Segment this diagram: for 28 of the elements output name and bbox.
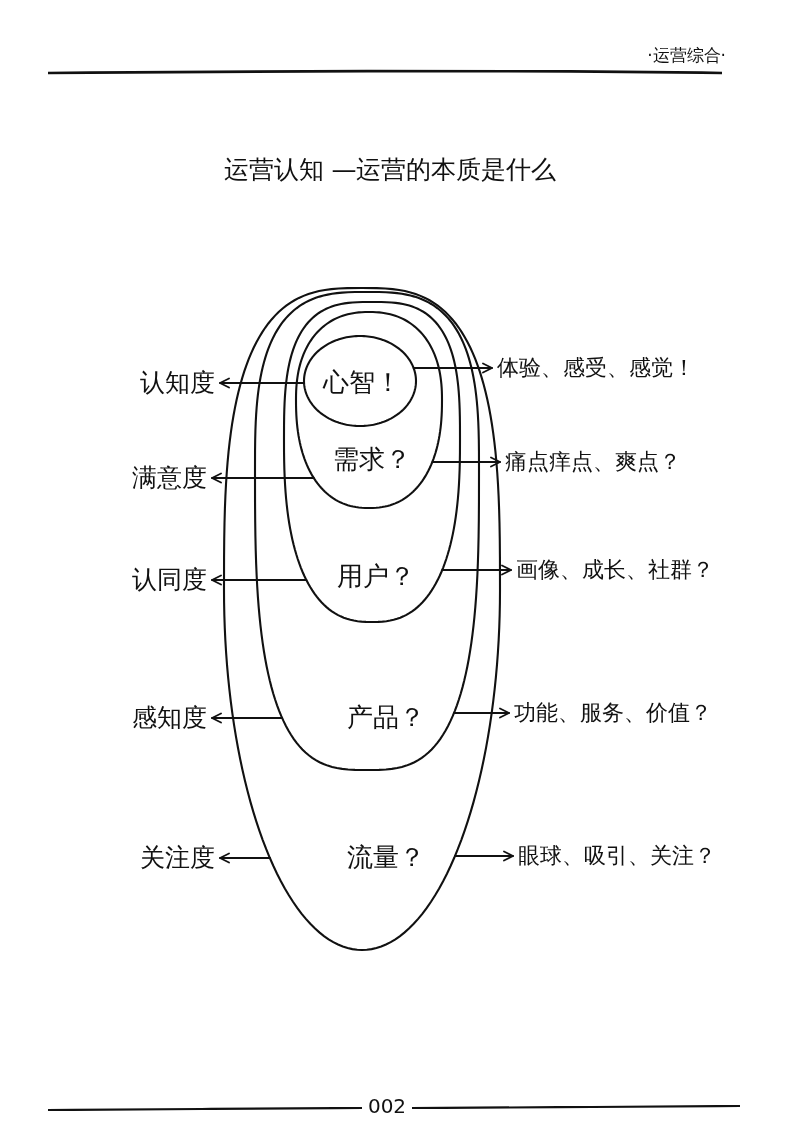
arrow <box>211 472 315 484</box>
arrow <box>441 564 512 576</box>
side-label: 满意度 <box>132 463 207 493</box>
arrow <box>219 377 305 389</box>
arrow <box>412 362 493 374</box>
side-label: 痛点痒点、爽点？ <box>505 449 681 475</box>
side-label: 关注度 <box>140 843 215 873</box>
side-label: 画像、成长、社群？ <box>516 557 714 583</box>
side-label: 功能、服务、价值？ <box>514 700 712 726</box>
side-label: 体验、感受、感觉！ <box>497 355 695 381</box>
arrow <box>454 850 514 862</box>
arrow <box>219 852 271 864</box>
side-label: 认知度 <box>140 368 215 398</box>
oval-label: 需求？ <box>333 445 411 475</box>
page-title: 运营认知 —运营的本质是什么 <box>223 155 557 185</box>
oval-label: 流量？ <box>347 843 425 873</box>
side-label: 感知度 <box>132 703 207 733</box>
arrow <box>431 456 501 468</box>
arrow <box>211 574 308 586</box>
side-label: 眼球、吸引、关注？ <box>518 843 716 869</box>
oval-label: 产品？ <box>347 703 425 733</box>
page-number: 002 <box>367 1094 407 1118</box>
oval-label: 心智！ <box>323 368 401 398</box>
arrow <box>211 712 284 724</box>
running-header: ·运营综合· <box>647 46 726 66</box>
arrow <box>453 707 510 719</box>
side-label: 认同度 <box>132 565 207 595</box>
oval-label: 用户？ <box>337 562 415 592</box>
